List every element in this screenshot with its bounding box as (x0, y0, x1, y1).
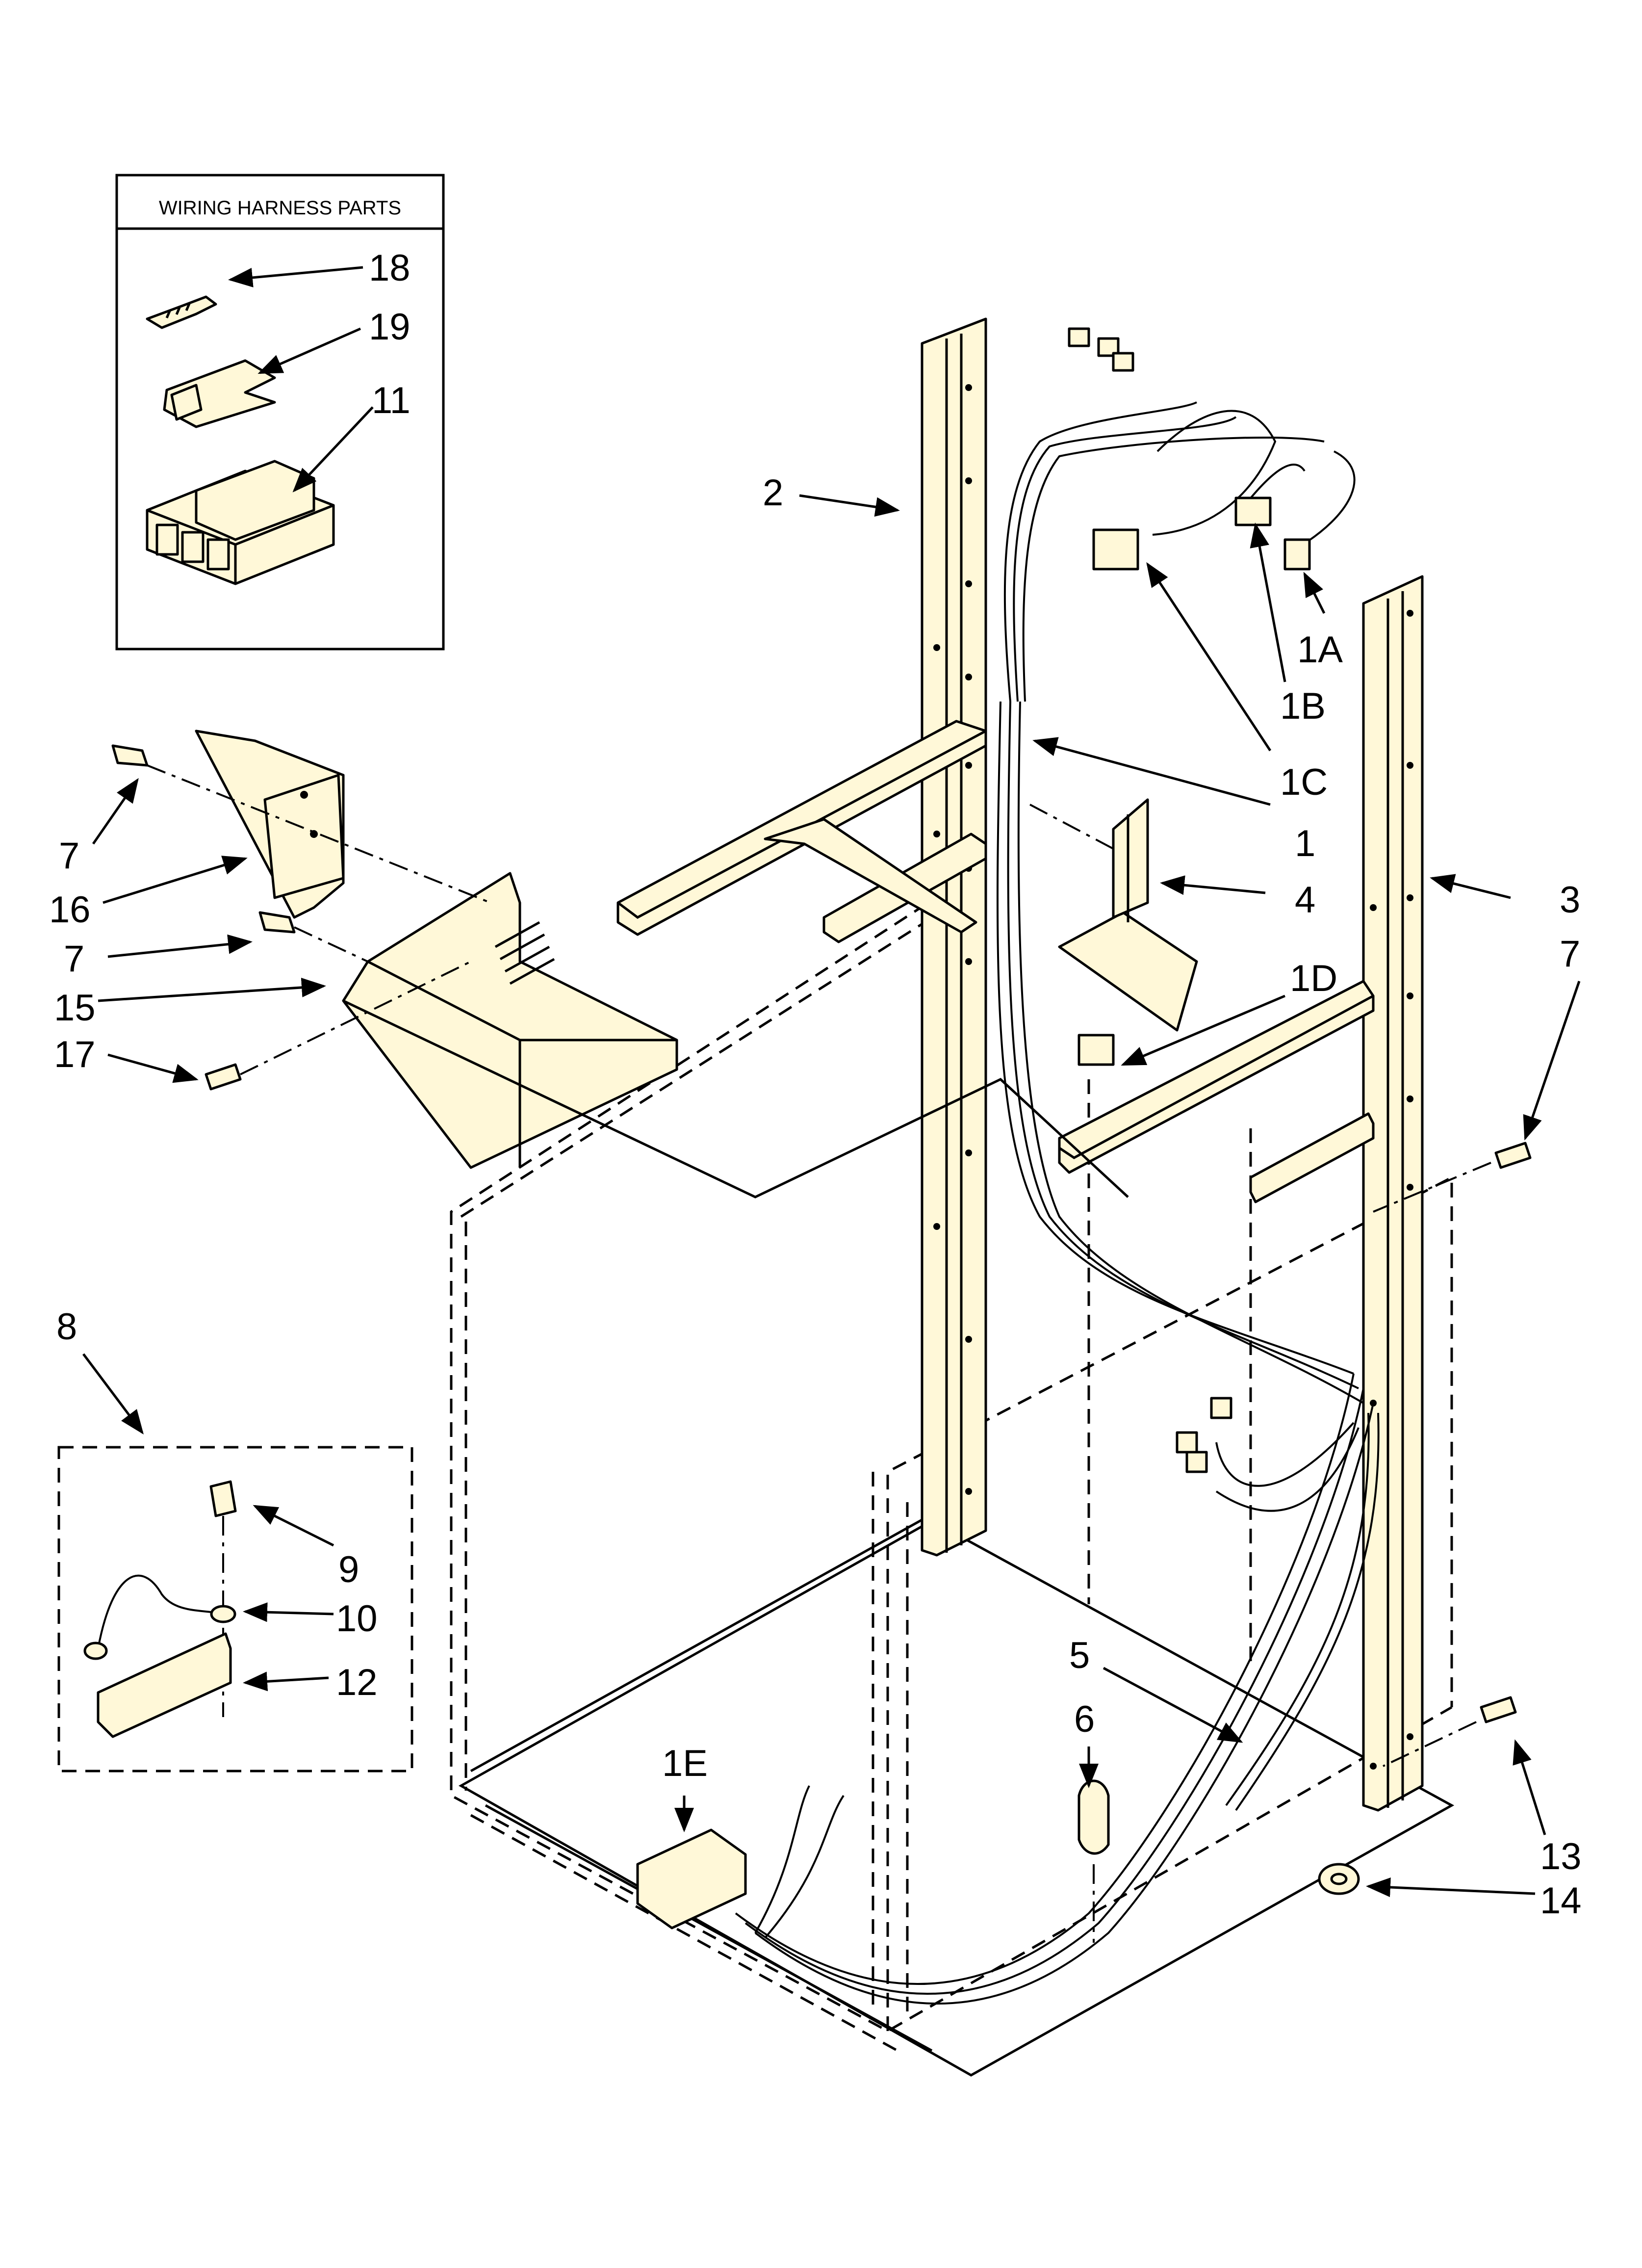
label-18: 18 (369, 247, 410, 289)
side-connectors (1176, 1397, 1232, 1473)
label-2: 2 (763, 472, 783, 514)
label-1: 1 (1295, 823, 1315, 864)
top-connectors (1068, 327, 1134, 372)
screw-7-top (111, 744, 149, 767)
label-1a: 1A (1297, 629, 1343, 671)
label-1e: 1E (662, 1743, 708, 1784)
upper-cross-brace (616, 720, 987, 943)
bracket-part (1058, 798, 1198, 1032)
connector-1e (636, 1828, 747, 1929)
base-plate (458, 1505, 1455, 2077)
label-7-top: 7 (59, 835, 79, 877)
connector-1d (1078, 1034, 1115, 1066)
connector-clip-part (163, 359, 276, 428)
label-19: 19 (369, 306, 410, 348)
label-17: 17 (54, 1034, 96, 1075)
label-7-mid: 7 (64, 938, 84, 980)
label-1c: 1C (1280, 761, 1328, 803)
clamp-6 (1078, 1779, 1110, 1855)
label-10: 10 (336, 1598, 378, 1640)
connector-1a (1283, 538, 1311, 571)
label-7-right: 7 (1560, 933, 1580, 975)
screw-7-right (1494, 1142, 1532, 1169)
ground-kit-box (57, 1446, 413, 1773)
connector-1b (1234, 496, 1272, 526)
lower-cross-brace (1058, 980, 1375, 1203)
label-8: 8 (56, 1306, 77, 1348)
nut-14 (1318, 1863, 1360, 1895)
upright-holes-right (1370, 610, 1413, 1770)
right-upright-frame (1362, 575, 1424, 1812)
label-1d: 1D (1290, 958, 1337, 999)
upright-holes (933, 384, 972, 1495)
label-6: 6 (1074, 1698, 1095, 1740)
wiring-harness-parts-inset: WIRING HARNESS PARTS (115, 174, 445, 651)
callout-arrows (82, 266, 1581, 1897)
label-11: 11 (372, 380, 410, 421)
screw-13 (1480, 1696, 1517, 1723)
label-13: 13 (1540, 1836, 1582, 1877)
label-3: 3 (1560, 879, 1580, 921)
screw-7-mid (258, 911, 296, 934)
terminal-part (146, 295, 217, 329)
connector-housing-part (146, 460, 335, 585)
label-16: 16 (49, 889, 91, 931)
label-12: 12 (336, 1662, 378, 1703)
wiring-harness-1 (735, 401, 1380, 2005)
label-15: 15 (54, 987, 96, 1029)
left-upright-frame (921, 317, 987, 1557)
label-5: 5 (1069, 1635, 1090, 1676)
screw-17 (205, 1063, 242, 1091)
label-14: 14 (1540, 1880, 1582, 1922)
connector-1c (1092, 528, 1139, 571)
label-1b: 1B (1280, 685, 1326, 727)
inset-title: WIRING HARNESS PARTS (159, 197, 401, 219)
label-4: 4 (1295, 879, 1315, 921)
callout-labels: 18 19 11 2 1A 1B 1C 1 4 3 7 1D 7 16 7 15… (49, 247, 1582, 1922)
label-9: 9 (338, 1549, 359, 1590)
control-bracket-16 (195, 730, 345, 919)
